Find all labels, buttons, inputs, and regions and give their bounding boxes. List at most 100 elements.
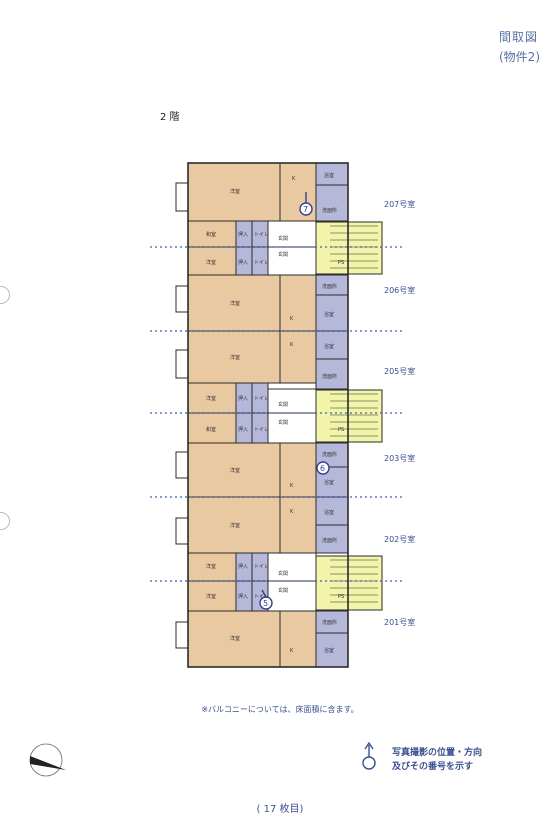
unit-label-202: 202号室 [384, 535, 416, 544]
stair-207-206 [315, 221, 383, 275]
label-205-a: 洋室 [206, 395, 216, 402]
balcony-203 [175, 451, 189, 479]
label-closet-206: 押入 [238, 259, 248, 266]
label-kitchen-206: K [290, 316, 294, 322]
label-toilet-205: トイレ [254, 396, 269, 402]
label-206-main: 洋室 [230, 300, 240, 307]
photo-marker-5-label: 5 [263, 599, 268, 608]
label-wash-205: 洗面所 [322, 373, 337, 380]
stair-202-201 [315, 555, 383, 611]
unit-label-206: 206号室 [384, 286, 416, 295]
balcony-205 [175, 349, 189, 379]
label-201-main: 洋室 [230, 635, 240, 642]
balcony-206 [175, 285, 189, 313]
room-206-main [187, 274, 281, 332]
label-207-a: 和室 [206, 231, 216, 238]
room-203-a [187, 412, 237, 444]
label-bath-206: 浴室 [324, 311, 334, 318]
room-201-sub [279, 610, 317, 668]
photo-marker-7 [299, 192, 313, 216]
room-203-sub [279, 442, 317, 498]
label-entrance-207: 玄関 [278, 235, 288, 242]
label-bath-203: 浴室 [324, 479, 334, 486]
floor-label: 2 階 [160, 112, 180, 123]
wet-202-b [315, 524, 349, 554]
label-202-a: 洋室 [206, 563, 216, 570]
stairs [315, 221, 383, 611]
wet-areas [235, 162, 349, 668]
label-entrance-202: 玄関 [278, 570, 288, 577]
label-toilet-207: トイレ [254, 232, 269, 238]
label-203-main: 洋室 [230, 467, 240, 474]
wet-207-b [315, 184, 349, 222]
hall-207 [267, 220, 317, 248]
photo-marker-6 [316, 461, 330, 475]
compass-icon [29, 743, 66, 777]
hall-201 [267, 580, 317, 612]
legend-line-1: 写真撮影の位置・方向 [392, 748, 483, 758]
unit-label-207: 207号室 [384, 200, 416, 209]
photo-marker-7-label: 7 [303, 205, 308, 214]
balconies [175, 182, 189, 649]
stair-205-203 [315, 389, 383, 443]
photo-marker-6-label: 6 [320, 464, 325, 473]
label-202-main: 洋室 [230, 522, 240, 529]
room-202-sub [279, 496, 317, 554]
label-bath-202: 浴室 [324, 509, 334, 516]
wet-206-b [315, 294, 349, 332]
label-205-main: 洋室 [230, 354, 240, 361]
label-entrance-205: 玄関 [278, 401, 288, 408]
room-206-sub [279, 274, 317, 332]
label-203-a: 和室 [206, 426, 216, 433]
label-entrance-203: 玄関 [278, 419, 288, 426]
photo-legend: 写真撮影の位置・方向 及びその番号を示す [392, 746, 482, 774]
room-205-sub [279, 330, 317, 384]
balcony-202 [175, 517, 189, 545]
label-ps-201: PS [338, 594, 344, 600]
room-202-main [187, 496, 281, 554]
label-entrance-206: 玄関 [278, 251, 288, 258]
label-wash-201: 洗面所 [322, 619, 337, 626]
balcony-207 [175, 182, 189, 212]
unit-label-205: 205号室 [384, 367, 416, 376]
label-201-a: 洋室 [206, 593, 216, 600]
label-bath-205: 浴室 [324, 343, 334, 350]
label-ps-203: PS [338, 427, 344, 433]
label-closet-207: 押入 [238, 231, 248, 238]
label-bath-201: 浴室 [324, 647, 334, 654]
room-labels: 洋室 和室 洋室 洋室 洋室 洋室 和室 洋室 洋室 洋室 洋室 洋室 押入 押… [206, 172, 344, 654]
photo-direction-icon [362, 741, 376, 770]
balcony-note: ※バルコニーについては、床面積に含ます。 [201, 705, 359, 714]
unit-dividers [150, 246, 404, 582]
header-title: 間取図 [498, 30, 538, 44]
unit-label-203: 203号室 [384, 454, 416, 463]
label-kitchen-203: K [290, 483, 294, 489]
label-closet-202: 押入 [238, 563, 248, 570]
label-kitchen-201: K [290, 648, 294, 654]
label-207-main: 洋室 [230, 188, 240, 195]
label-toilet-201: トイレ [254, 594, 269, 600]
stair-treads [330, 225, 378, 603]
label-wash-202: 洗面所 [322, 537, 337, 544]
label-kitchen-202: K [290, 509, 294, 515]
hallways [267, 220, 317, 612]
label-closet-201: 押入 [238, 593, 248, 600]
hall-205 [267, 388, 317, 414]
label-wash-206: 洗面所 [322, 283, 337, 290]
wet-205-b [315, 358, 349, 390]
header-subtitle: (物件2) [499, 50, 540, 64]
building-outline [187, 162, 349, 668]
label-closet-203: 押入 [238, 426, 248, 433]
hall-206 [267, 246, 317, 276]
label-wash-207: 洗面所 [322, 207, 337, 214]
unit-label-201: 201号室 [384, 618, 416, 627]
label-toilet-206: トイレ [254, 260, 269, 266]
photo-marker-5 [259, 589, 273, 610]
legend-line-2: 及びその番号を示す [392, 762, 474, 772]
page-number: ( 17 枚目) [256, 804, 304, 815]
label-closet-205: 押入 [238, 395, 248, 402]
room-203-main [187, 442, 281, 498]
label-wash-203: 洗面所 [322, 451, 337, 458]
label-kitchen-207: K [292, 176, 296, 182]
